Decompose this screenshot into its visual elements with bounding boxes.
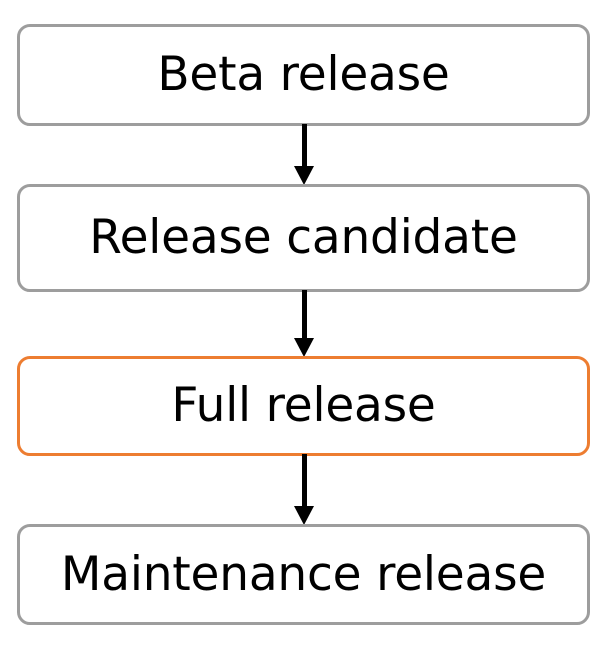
arrow-head-icon xyxy=(294,506,314,525)
arrow-head-icon xyxy=(294,166,314,185)
flow-node-label: Release candidate xyxy=(89,210,518,266)
flow-node-label: Full release xyxy=(171,378,436,434)
arrow-stem xyxy=(302,454,307,506)
flow-arrow-release-candidate-to-full-release-icon xyxy=(294,290,315,357)
flow-arrow-beta-to-release-candidate-icon xyxy=(294,124,315,185)
arrow-stem xyxy=(302,290,307,338)
flow-node-maintenance-release[interactable]: Maintenance release xyxy=(17,524,590,625)
arrow-head-icon xyxy=(294,338,314,357)
flow-node-label: Beta release xyxy=(157,47,450,103)
flow-node-release-candidate[interactable]: Release candidate xyxy=(17,184,590,292)
flow-node-label: Maintenance release xyxy=(60,546,547,602)
flow-arrow-full-release-to-maintenance-release-icon xyxy=(294,454,315,525)
arrow-stem xyxy=(302,124,307,166)
flow-node-beta-release[interactable]: Beta release xyxy=(17,24,590,126)
flow-node-full-release[interactable]: Full release xyxy=(17,356,590,456)
